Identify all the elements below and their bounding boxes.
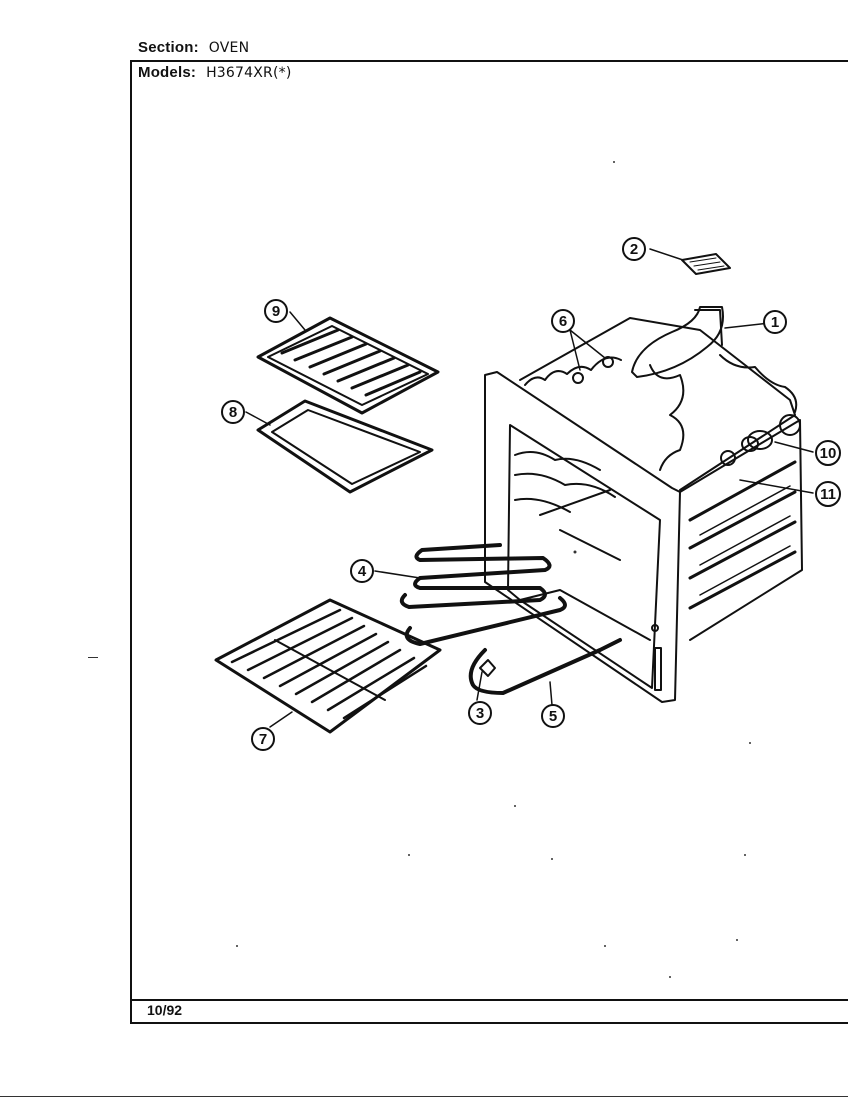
callout-2: 2 (622, 237, 646, 261)
part-vent-duct (631, 306, 724, 378)
front-frame (484, 371, 681, 703)
cavity-top (519, 317, 796, 491)
part-broiler-insert (256, 316, 440, 415)
callout-11-number: 11 (820, 486, 836, 503)
footer-divider (130, 999, 848, 1001)
models-label: Models: (138, 64, 197, 81)
models-value: H3674XR(*) (206, 65, 292, 81)
callout-10: 10 (815, 440, 841, 466)
callout-1: 1 (763, 310, 787, 334)
margin-mark (88, 657, 98, 658)
callout-9-number: 9 (272, 303, 280, 320)
part-broiler-pan (256, 399, 434, 494)
section-label: Section: (138, 39, 199, 56)
callout-3: 3 (468, 701, 492, 725)
callout-2-number: 2 (630, 241, 638, 258)
part-bracket (479, 659, 496, 677)
callouts: 1 2 3 4 5 6 7 8 9 10 11 (221, 237, 841, 751)
callout-8-number: 8 (229, 404, 237, 421)
callout-1-number: 1 (771, 314, 779, 331)
insulation (524, 354, 798, 471)
part-broil-element (399, 543, 567, 646)
revision-date: 10/92 (147, 1002, 183, 1018)
section-value: OVEN (208, 40, 250, 56)
callout-10-number: 10 (820, 445, 837, 462)
front-opening (507, 424, 661, 689)
diagram-frame (130, 60, 848, 1024)
part-oven-rack (214, 598, 442, 734)
callout-5-number: 5 (549, 708, 557, 725)
callout-9: 9 (264, 299, 288, 323)
callout-8: 8 (221, 400, 245, 424)
models-heading: Models: H3674XR(*) (138, 64, 291, 81)
part-bake-element (468, 638, 622, 695)
callout-6: 6 (551, 309, 575, 333)
callout-6-number: 6 (559, 313, 567, 330)
callout-5: 5 (541, 704, 565, 728)
callout-11: 11 (815, 481, 841, 507)
part-vent-grille (681, 253, 731, 275)
part-lamp (720, 430, 773, 466)
callout-7: 7 (251, 727, 275, 751)
part-screws (572, 356, 614, 384)
callout-4-number: 4 (358, 563, 367, 580)
leader-lines (245, 248, 814, 728)
section-heading: Section: OVEN (138, 39, 249, 56)
scan-specks (236, 161, 751, 978)
callout-3-number: 3 (476, 705, 484, 722)
page-bottom-rule (0, 1096, 848, 1097)
callout-7-number: 7 (259, 731, 267, 748)
cavity-side (679, 419, 803, 641)
callout-4: 4 (350, 559, 374, 583)
